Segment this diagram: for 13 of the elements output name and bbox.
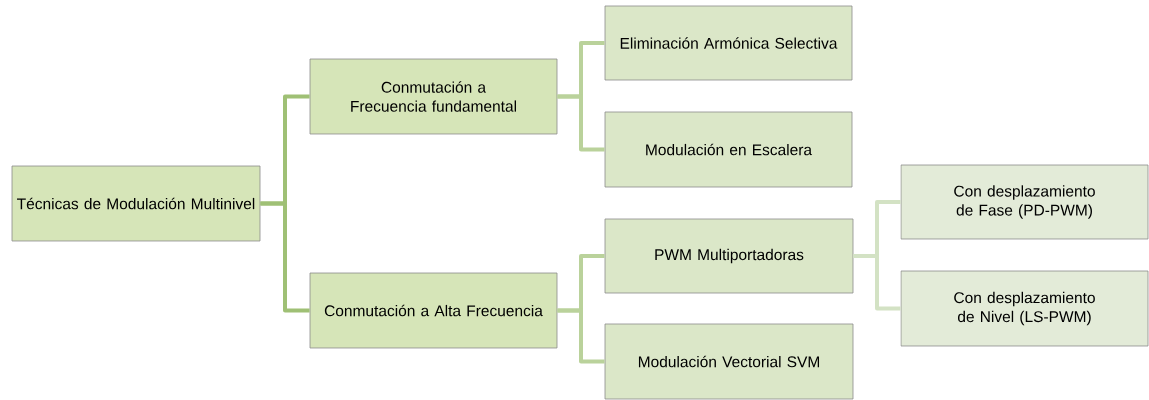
connector <box>853 254 901 311</box>
process-box: Técnicas de Modulación Multinivel <box>11 165 261 242</box>
process-box: Conmutación a Frecuencia fundamental <box>309 58 558 135</box>
connector <box>260 201 310 313</box>
process-box: Con desplazamiento de Nivel (LS-PWM) <box>900 270 1149 347</box>
process-box: Con desplazamiento de Fase (PD-PWM) <box>900 164 1149 240</box>
connector <box>557 308 605 364</box>
process-box: PWM Multiportadoras <box>604 218 854 294</box>
connector <box>557 94 605 152</box>
process-box: Modulación Vectorial SVM <box>604 323 854 400</box>
process-box: Modulación en Escalera <box>604 111 853 188</box>
process-box: Eliminación Armónica Selectiva <box>604 5 853 81</box>
process-box: Conmutación a Alta Frecuencia <box>309 272 558 349</box>
